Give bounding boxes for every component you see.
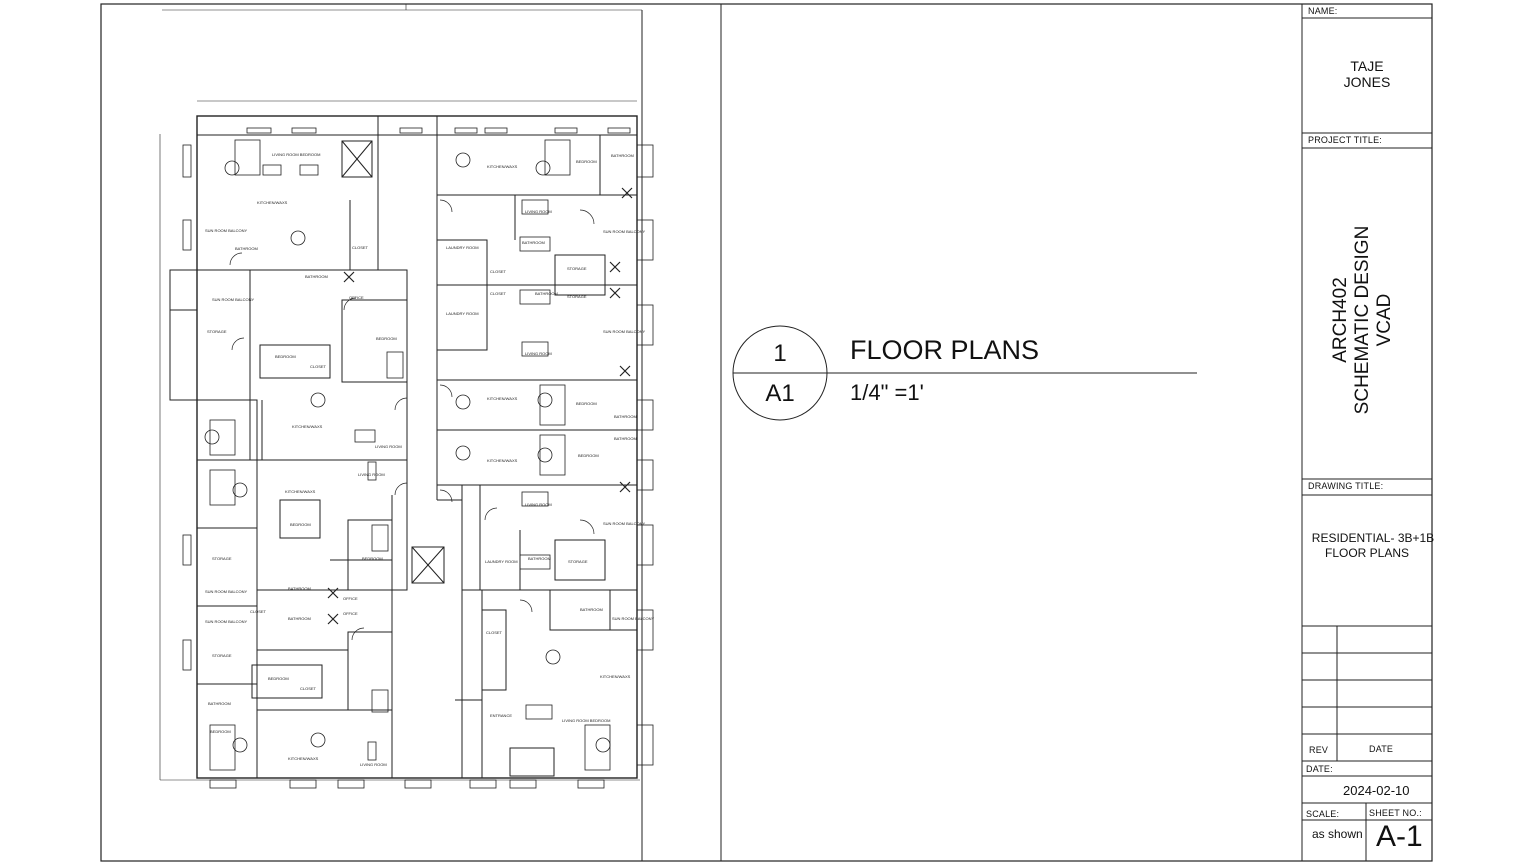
room-label: BEDROOM [268, 676, 289, 681]
room-label: KITCHEN/WAXS [257, 200, 288, 205]
room-label: CLOSET [310, 364, 327, 369]
room-label: SUN ROOM BALCONY [212, 297, 255, 302]
room-label: KITCHEN/WAXS [285, 489, 316, 494]
scale-label: SCALE: [1306, 809, 1340, 819]
room-label: BEDROOM [576, 159, 597, 164]
room-label: BATHROOM [535, 291, 558, 296]
room-label: CLOSET [490, 291, 507, 296]
room-label: SUN ROOM BALCONY [205, 589, 248, 594]
room-label: ENTRANCE [490, 713, 512, 718]
drawing-tag-scale: 1/4" =1' [850, 380, 924, 405]
room-label: KITCHEN/WAXS [292, 424, 323, 429]
room-label: CLOSET [300, 686, 317, 691]
room-label: BATHROOM [580, 607, 603, 612]
project-title-line1: ARCH402 [1330, 277, 1351, 363]
room-label: LAUNDRY ROOM [485, 559, 518, 564]
project-title-label: PROJECT TITLE: [1308, 135, 1382, 145]
room-label: STORAGE [212, 556, 232, 561]
room-label: STORAGE [567, 266, 587, 271]
room-label: SUN ROOM BALCONY [612, 616, 655, 621]
room-label: STORAGE [568, 559, 588, 564]
room-label: BATHROOM [614, 436, 637, 441]
room-label: LIVING ROOM [525, 209, 552, 214]
room-label: KITCHEN/WAXS [487, 458, 518, 463]
room-label: BATHROOM [611, 153, 634, 158]
room-label: BEDROOM [578, 453, 599, 458]
room-label: CLOSET [490, 269, 507, 274]
room-label: CLOSET [352, 245, 369, 250]
date-label: DATE: [1306, 764, 1333, 774]
author-name-line2: JONES [1343, 74, 1391, 90]
room-label: KITCHEN/WAXS [487, 396, 518, 401]
room-label: BEDROOM [362, 556, 383, 561]
room-label: KITCHEN/WAXS [288, 756, 319, 761]
drawing-title-label: DRAWING TITLE: [1308, 481, 1384, 491]
room-label: BATHROOM [288, 586, 311, 591]
date-value: 2024-02-10 [1343, 783, 1410, 798]
room-label: LAUNDRY ROOM [446, 245, 479, 250]
room-label: SUN ROOM BALCONY [603, 521, 646, 526]
tag-sheet: A1 [765, 380, 795, 407]
room-label: BEDROOM [290, 522, 311, 527]
scale-value: as shown [1312, 827, 1363, 841]
room-label: BATHROOM [305, 274, 328, 279]
tag-number: 1 [773, 340, 787, 367]
room-label: BATHROOM [522, 240, 545, 245]
room-label: OFFICE [349, 295, 364, 300]
room-label: BATHROOM [614, 414, 637, 419]
date-column-label: DATE [1369, 744, 1394, 754]
room-label: LIVING ROOM BEDROOM [272, 152, 320, 157]
room-label: BATHROOM [528, 556, 551, 561]
drawing-title-line1: RESIDENTIAL- 3B+1B [1311, 531, 1435, 545]
room-label: BEDROOM [275, 354, 296, 359]
room-label: LIVING ROOM BEDROOM [562, 718, 610, 723]
drawing-tag-title: FLOOR PLANS [850, 335, 1040, 365]
drawing-title-line2: FLOOR PLANS [1324, 546, 1410, 560]
room-label: LIVING ROOM [358, 472, 385, 477]
room-label: BEDROOM [376, 336, 397, 341]
room-label: LIVING ROOM [525, 502, 552, 507]
room-label: STORAGE [207, 329, 227, 334]
room-label: STORAGE [212, 653, 232, 658]
room-label: SUN ROOM BALCONY [603, 329, 646, 334]
room-label: CLOSET [250, 609, 267, 614]
project-title-line2: SCHEMATIC DESIGN [1352, 225, 1373, 415]
room-label: SUN ROOM BALCONY [205, 228, 248, 233]
room-label: LIVING ROOM [525, 351, 552, 356]
room-label: SUN ROOM BALCONY [603, 229, 646, 234]
name-label: NAME: [1308, 6, 1338, 16]
room-label: STORAGE [567, 294, 587, 299]
room-label: KITCHEN/WAXS [487, 164, 518, 169]
rev-label: REV [1309, 745, 1329, 755]
room-label: BATHROOM [288, 616, 311, 621]
room-label: BEDROOM [210, 729, 231, 734]
room-label: BATHROOM [208, 701, 231, 706]
sheet-number-label: SHEET NO.: [1369, 808, 1422, 818]
room-label: BEDROOM [576, 401, 597, 406]
room-label: LIVING ROOM [375, 444, 402, 449]
room-label: LIVING ROOM [360, 762, 387, 767]
sheet-number: A-1 [1376, 820, 1423, 853]
author-name-line1: TAJE [1350, 58, 1384, 74]
room-label: OFFICE [343, 596, 358, 601]
room-label: OFFICE [343, 611, 358, 616]
room-label: SUN ROOM BALCONY [205, 619, 248, 624]
project-title-line3: VCAD [1374, 293, 1395, 347]
room-label: CLOSET [486, 630, 503, 635]
room-label: LAUNDRY ROOM [446, 311, 479, 316]
room-label: BATHROOM [235, 246, 258, 251]
room-label: KITCHEN/WAXS [600, 674, 631, 679]
